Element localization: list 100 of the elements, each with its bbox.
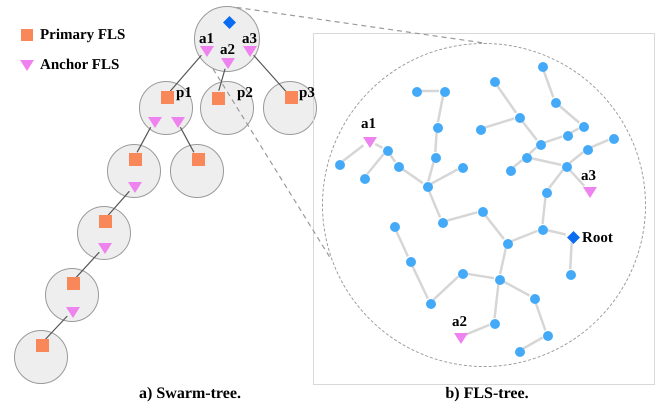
dot-node (476, 125, 486, 135)
dot-node (490, 77, 500, 87)
tree-link (534, 302, 547, 331)
tree-link (522, 336, 544, 350)
dot-node (438, 218, 448, 228)
primary-marker (66, 276, 80, 290)
swarm-circle (14, 330, 68, 384)
tree-link (430, 168, 458, 185)
tree-link (411, 264, 429, 300)
dot-node (383, 146, 393, 156)
swarm-circle (139, 81, 193, 135)
dot-node (390, 222, 400, 232)
tree-link (548, 169, 564, 189)
swarm-circle (77, 206, 131, 260)
dot-node (566, 270, 576, 280)
anchor-marker (363, 136, 377, 148)
tree-link (388, 153, 396, 163)
dot-node (543, 331, 553, 341)
anchor-marker (243, 46, 257, 56)
dot-node (609, 134, 619, 144)
dot-node (440, 87, 450, 97)
tree-link (466, 272, 494, 280)
tree-link (498, 248, 508, 274)
dot-node (579, 122, 589, 132)
zoom-line (236, 6, 484, 44)
dot-node (406, 257, 416, 267)
anchor-marker (221, 58, 235, 68)
legend-label: Primary FLS (40, 27, 126, 43)
dot-node (478, 207, 488, 217)
marker-label: a1 (361, 116, 376, 132)
tree-link (521, 120, 538, 141)
tree-link (394, 230, 410, 257)
tree-link (136, 126, 152, 153)
dot-node (335, 160, 345, 170)
tree-link (342, 144, 364, 162)
swarm-circle (107, 144, 161, 198)
tree-link (253, 54, 286, 92)
anchor-marker (148, 116, 162, 128)
dot-node (562, 162, 572, 172)
tree-link (496, 84, 518, 114)
dot-node (360, 174, 370, 184)
dot-node (536, 140, 546, 150)
swarm-circle (200, 81, 254, 135)
marker-label: a2 (220, 42, 235, 58)
tree-link (436, 96, 444, 122)
dot-node (394, 162, 404, 172)
root-marker (222, 16, 236, 28)
dot-node (433, 123, 443, 133)
tree-link (530, 156, 562, 166)
dot-node (458, 163, 468, 173)
dot-node (583, 145, 593, 155)
legend-label: Anchor FLS (40, 57, 120, 73)
dot-node (551, 98, 561, 108)
dot-node (423, 182, 433, 192)
swarm-circle (263, 81, 317, 135)
tree-link (466, 324, 490, 336)
primary-marker (98, 214, 112, 228)
tree-link (591, 138, 609, 148)
dot-node (522, 153, 532, 163)
dot-node (431, 153, 441, 163)
swarm-circle (45, 268, 99, 322)
tree-link (493, 284, 500, 318)
swarm-circle (170, 144, 224, 198)
tree-link (528, 146, 538, 155)
marker-label: p3 (299, 85, 315, 101)
panel-caption: b) FLS-tree. (445, 386, 529, 402)
tree-link (513, 159, 523, 168)
dot-node (530, 294, 540, 304)
tree-link (108, 190, 130, 216)
dot-node (458, 269, 468, 279)
primary-marker (192, 152, 204, 166)
tree-link (542, 70, 554, 98)
marker-label: p1 (176, 85, 192, 101)
tree-link (170, 54, 202, 92)
anchor-marker (583, 186, 597, 198)
primary-marker (36, 338, 48, 352)
dot-node (490, 319, 500, 329)
root-marker (566, 230, 580, 244)
tree-link (544, 135, 563, 144)
tree-link (428, 190, 442, 218)
anchor-marker (454, 332, 468, 344)
anchor-marker (200, 46, 214, 56)
tree-link (180, 126, 194, 153)
tree-link (427, 161, 435, 182)
tree-link (401, 168, 424, 184)
tree-link (511, 230, 538, 242)
dot-node (412, 87, 422, 97)
dot-node (563, 131, 573, 141)
tree-link (45, 316, 68, 340)
tree-link (484, 117, 515, 129)
tree-link (446, 211, 478, 222)
dot-node (503, 239, 513, 249)
swarm-circle (194, 6, 260, 72)
anchor-marker (98, 242, 112, 254)
dot-node (538, 225, 548, 235)
tree-link (569, 242, 573, 270)
primary-marker (284, 90, 298, 104)
primary-marker (128, 152, 142, 166)
tree-link (546, 228, 566, 236)
marker-label: a2 (452, 314, 467, 330)
